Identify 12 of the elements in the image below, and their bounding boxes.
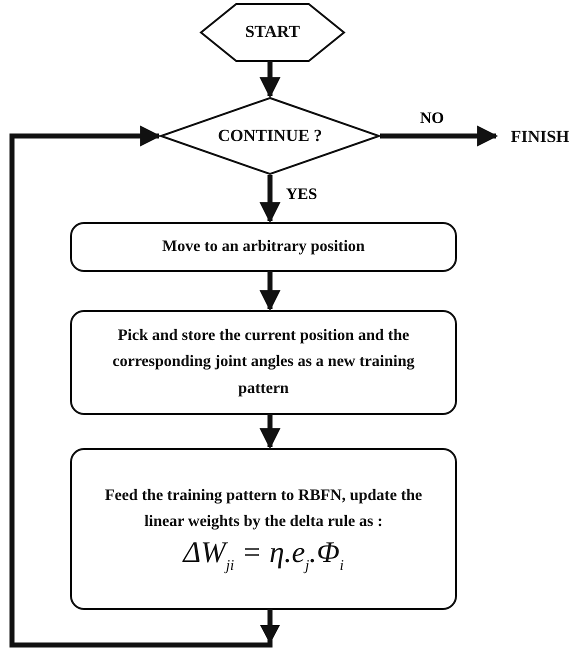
- node-text: FINISH: [510, 126, 570, 148]
- node-text: Move to an arbitrary position: [162, 236, 365, 257]
- process-box: [70, 222, 457, 272]
- node-text: Feed the training pattern to RBFN, update the linear weights by the delta rule as :: [104, 486, 424, 532]
- formula: ΔW$_{ji}$ = η.e$_{j}$.Φ$_{i}$: [183, 535, 344, 576]
- node-text: CONTINUE ?: [218, 124, 322, 147]
- start-hexagon: [200, 3, 345, 62]
- process-box: [70, 448, 457, 610]
- node-text: START: [245, 21, 300, 44]
- node-text: Pick and store the current position and the corresponding joint angles as a new training pattern: [112, 326, 416, 399]
- decision-diamond: [160, 97, 380, 175]
- process-box: [70, 310, 457, 415]
